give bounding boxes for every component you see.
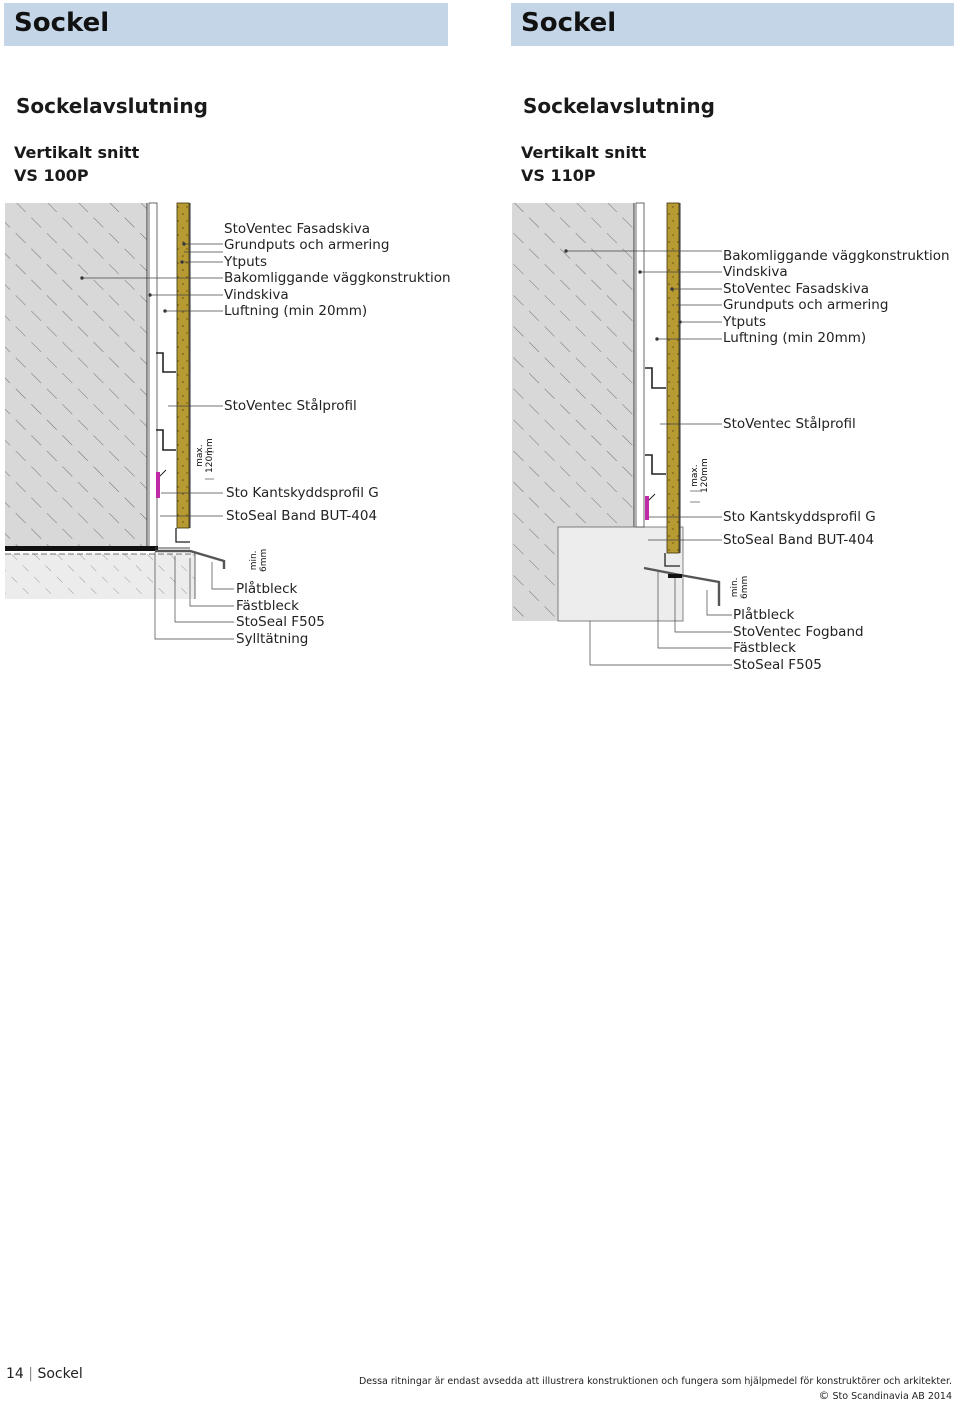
- left-dim-max: max. 120mm: [195, 438, 215, 473]
- left-label-grundputs: Grundputs och armering: [224, 237, 390, 253]
- right-label-fasadskiva: StoVentec Fasadskiva: [723, 281, 870, 297]
- subtitle-right-2: VS 110P: [521, 166, 596, 185]
- right-label-bakomliggande: Bakomliggande väggkonstruktion: [723, 248, 950, 264]
- right-label-kantskydd: Sto Kantskyddsprofil G: [723, 509, 876, 525]
- left-label-bakomliggande: Bakomliggande väggkonstruktion: [224, 270, 451, 286]
- section-title-left: Sockelavslutning: [16, 94, 208, 118]
- header-bar-right: Sockel: [511, 3, 954, 46]
- right-label-vindskiva: Vindskiva: [723, 264, 788, 280]
- left-label-sylltatning: Sylltätning: [236, 631, 309, 647]
- left-label-luftning: Luftning (min 20mm): [224, 303, 368, 319]
- left-flashing: [155, 549, 226, 569]
- right-label-platbleck: Plåtbleck: [733, 607, 795, 623]
- left-seal: [156, 472, 160, 498]
- left-label-band: StoSeal Band BUT-404: [226, 508, 378, 524]
- right-seal: [645, 496, 649, 520]
- left-black-band: [5, 546, 158, 551]
- left-label-fasadskiva: StoVentec Fasadskiva: [224, 221, 371, 237]
- footer-page-section: Sockel: [37, 1366, 83, 1382]
- right-label-band: StoSeal Band BUT-404: [723, 532, 875, 548]
- right-dim-max: max. 120mm: [690, 458, 710, 493]
- right-label-fogband: StoVentec Fogband: [733, 624, 864, 640]
- right-dim-min: min. 6mm: [730, 575, 750, 599]
- left-dim-min: min. 6mm: [249, 548, 269, 572]
- header-title-left: Sockel: [14, 8, 110, 38]
- left-label-stoseal: StoSeal F505: [236, 614, 325, 630]
- footer-copyright: © Sto Scandinavia AB 2014: [818, 1389, 952, 1402]
- section-drawings: [5, 202, 732, 666]
- left-wind-board: [148, 202, 158, 548]
- footer-page-number: 14: [6, 1366, 24, 1382]
- right-label-stoseal: StoSeal F505: [733, 657, 822, 673]
- right-label-luftning: Luftning (min 20mm): [723, 330, 867, 346]
- right-label-fastbleck: Fästbleck: [733, 640, 796, 656]
- footer-page-label: 14 | Sockel: [6, 1366, 83, 1382]
- header-bar-left: Sockel: [4, 3, 448, 46]
- left-label-platbleck: Plåtbleck: [236, 581, 298, 597]
- right-label-stalprofil: StoVentec Stålprofil: [723, 416, 856, 432]
- left-label-vindskiva: Vindskiva: [224, 287, 289, 303]
- subtitle-left-1: Vertikalt snitt: [14, 143, 140, 162]
- section-title-right: Sockelavslutning: [523, 94, 715, 118]
- subtitle-right-1: Vertikalt snitt: [521, 143, 647, 162]
- right-wind-board: [635, 202, 645, 528]
- left-section-drawing: [5, 202, 234, 640]
- left-label-ytputs: Ytputs: [224, 254, 267, 270]
- right-label-ytputs: Ytputs: [723, 314, 766, 330]
- right-label-grundputs: Grundputs och armering: [723, 297, 889, 313]
- subtitle-left-2: VS 100P: [14, 166, 89, 185]
- footer-disclaimer: Dessa ritningar är endast avsedda att il…: [358, 1376, 952, 1387]
- right-flashing: [643, 566, 721, 606]
- right-section-drawing: [512, 202, 732, 666]
- copyright-icon: ©: [818, 1389, 830, 1402]
- header-title-right: Sockel: [521, 8, 617, 38]
- left-label-stalprofil: StoVentec Stålprofil: [224, 398, 357, 414]
- left-label-kantskydd: Sto Kantskyddsprofil G: [226, 485, 379, 501]
- left-label-fastbleck: Fästbleck: [236, 598, 299, 614]
